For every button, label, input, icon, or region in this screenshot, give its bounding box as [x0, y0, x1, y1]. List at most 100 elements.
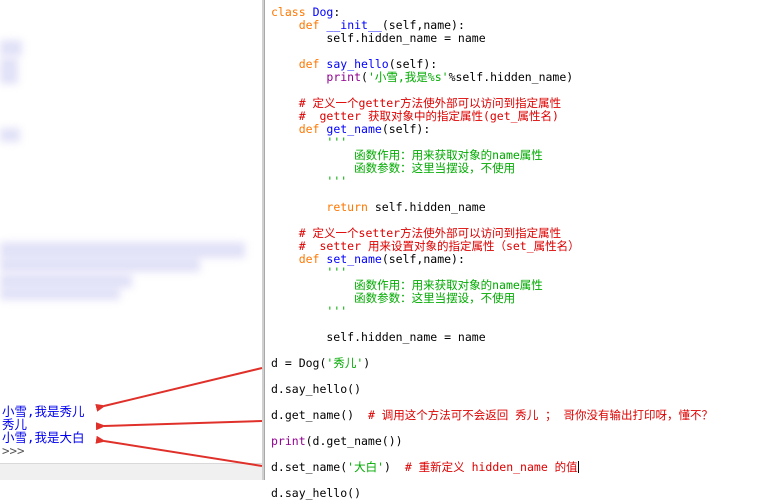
- code-token: 函数参数：这里当摆设，不使用: [354, 161, 516, 175]
- code-line: return self.hidden_name: [271, 201, 713, 214]
- code-line: ''': [271, 305, 713, 318]
- code-token: d.get_name(): [271, 408, 368, 422]
- code-line: def say_hello(self):: [271, 58, 713, 71]
- code-token: def: [298, 252, 320, 266]
- code-line: d.say_hello(): [271, 487, 713, 500]
- code-line: # getter 获取对象中的指定属性(get_属性名): [271, 110, 713, 123]
- code-line: self.hidden_name = name: [271, 331, 713, 344]
- code-token: (: [361, 70, 368, 84]
- code-line: print(d.get_name()): [271, 435, 713, 448]
- code-token: self.hidden_name = name: [271, 330, 486, 344]
- code-line: def get_name(self):: [271, 123, 713, 136]
- code-token: self.hidden_name: [367, 200, 486, 214]
- shell-output-line: 小雪,我是大白: [2, 430, 85, 445]
- code-line: class Dog:: [271, 6, 713, 19]
- code-editor[interactable]: class Dog: def __init__(self,name): self…: [264, 0, 783, 500]
- code-token: [271, 304, 326, 318]
- code-token: (d.get_name()): [305, 434, 403, 448]
- code-token: # 定义一个getter方法使外部可以访问到指定属性: [298, 96, 562, 110]
- code-token: __init__: [326, 18, 382, 32]
- code-line: # setter 用来设置对象的指定属性（set_属性名）: [271, 240, 713, 253]
- code-token: [271, 239, 299, 253]
- code-line: self.hidden_name = name: [271, 32, 713, 45]
- code-token: [306, 5, 313, 19]
- code-token: [271, 226, 299, 240]
- code-token: '小雪,我是%s': [367, 70, 449, 84]
- code-token: [271, 252, 299, 266]
- code-token: ): [363, 356, 371, 370]
- code-token: [271, 135, 326, 149]
- code-token: d.say_hello(): [271, 486, 362, 500]
- code-token: 函数作用：用来获取对象的name属性: [354, 278, 543, 292]
- code-token: (self,name):: [381, 18, 465, 32]
- shell-window[interactable]: 小雪,我是秀儿 秀儿 小雪,我是大白 >>>: [0, 0, 262, 480]
- code-token: ''': [326, 265, 348, 279]
- code-token: [271, 174, 326, 188]
- code-token: print: [326, 70, 362, 84]
- code-line: ''': [271, 136, 713, 149]
- code-token: say_hello: [326, 57, 389, 71]
- code-token: def: [298, 122, 320, 136]
- code-token: [271, 200, 326, 214]
- code-token: ''': [326, 174, 348, 188]
- blurred-region: [0, 288, 120, 300]
- blurred-region: [0, 242, 245, 258]
- code-token: (self):: [388, 57, 438, 71]
- code-token: Dog: [312, 5, 334, 19]
- code-line: 函数参数：这里当摆设，不使用: [271, 292, 713, 305]
- code-token: d.say_hello(): [271, 382, 362, 396]
- code-token: 函数作用：用来获取对象的name属性: [354, 148, 543, 162]
- window-divider: [262, 0, 264, 480]
- code-token: # 重新定义 hidden_name 的值: [404, 460, 578, 474]
- code-token: %self.hidden_name): [448, 70, 574, 84]
- code-text[interactable]: class Dog: def __init__(self,name): self…: [271, 6, 713, 500]
- code-token: [271, 109, 299, 123]
- code-token: # 定义一个setter方法使外部可以访问到指定属性: [298, 226, 562, 240]
- code-token: [271, 278, 354, 292]
- blurred-region: [0, 274, 132, 288]
- horizontal-scrollbar[interactable]: [0, 463, 262, 480]
- code-token: self.hidden_name = name: [271, 31, 486, 45]
- blurred-region: [0, 40, 22, 56]
- code-line: # 定义一个setter方法使外部可以访问到指定属性: [271, 227, 713, 240]
- code-line: def set_name(self,name):: [271, 253, 713, 266]
- code-token: [271, 57, 299, 71]
- code-token: def: [298, 57, 320, 71]
- code-token: (self,name):: [381, 252, 465, 266]
- code-line: 函数参数：这里当摆设，不使用: [271, 162, 713, 175]
- code-line: ''': [271, 266, 713, 279]
- code-token: set_name: [326, 252, 382, 266]
- code-line: ''': [271, 175, 713, 188]
- code-token: [271, 148, 354, 162]
- code-token: [271, 70, 326, 84]
- text-cursor: [577, 461, 579, 473]
- code-token: [271, 96, 299, 110]
- blurred-region: [0, 58, 18, 84]
- shell-output-line: 小雪,我是秀儿: [2, 404, 85, 419]
- code-token: d.set_name(: [271, 460, 348, 474]
- code-line: d.set_name('大白') # 重新定义 hidden_name 的值: [271, 461, 713, 474]
- code-token: [271, 122, 299, 136]
- code-token: return: [326, 200, 368, 214]
- code-line: def __init__(self,name):: [271, 19, 713, 32]
- code-token: '大白': [347, 460, 385, 474]
- code-token: class: [271, 5, 306, 19]
- shell-prompt[interactable]: >>>: [2, 443, 25, 458]
- code-token: 函数参数：这里当摆设，不使用: [354, 291, 516, 305]
- code-token: ''': [326, 304, 348, 318]
- code-line: d.get_name() # 调用这个方法可不会返回 秀儿 ； 哥你没有输出打印…: [271, 409, 713, 422]
- code-line: # 定义一个getter方法使外部可以访问到指定属性: [271, 97, 713, 110]
- code-token: print: [271, 434, 306, 448]
- code-token: # 调用这个方法可不会返回 秀儿 ； 哥你没有输出打印呀，懂不？: [367, 408, 714, 422]
- code-token: :: [333, 5, 341, 19]
- code-token: [271, 265, 326, 279]
- code-line: d = Dog('秀儿'): [271, 357, 713, 370]
- code-line: print('小雪,我是%s'%self.hidden_name): [271, 71, 713, 84]
- code-line: 函数作用：用来获取对象的name属性: [271, 279, 713, 292]
- code-token: # getter 获取对象中的指定属性(get_属性名): [298, 109, 559, 123]
- code-token: [271, 18, 299, 32]
- blurred-region: [0, 258, 200, 272]
- code-token: def: [298, 18, 320, 32]
- shell-output-line: 秀儿: [2, 417, 28, 432]
- code-token: ): [384, 460, 405, 474]
